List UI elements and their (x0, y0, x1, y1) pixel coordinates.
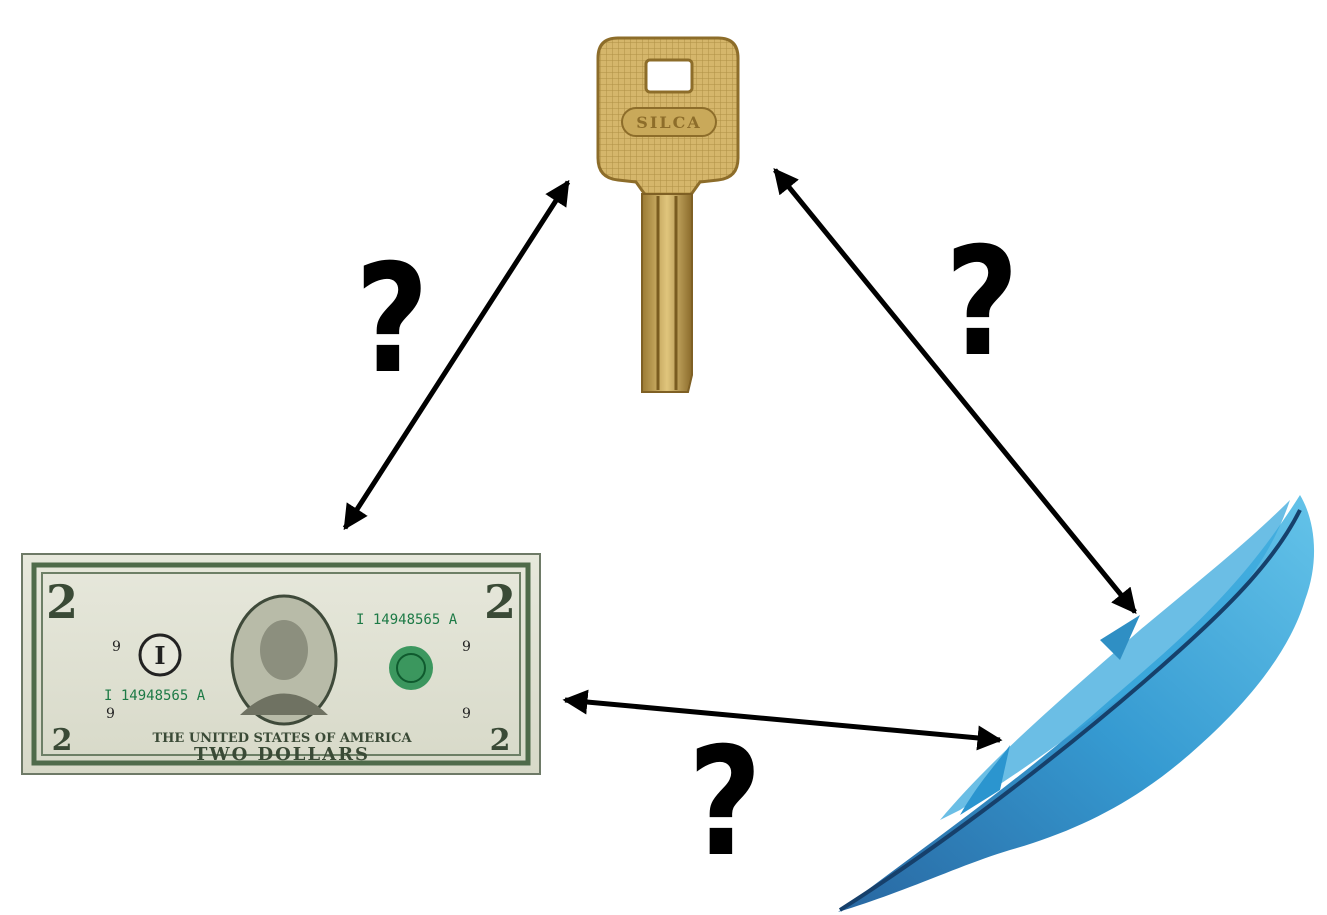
arrow-bill-feather (562, 689, 1003, 751)
key-engraving: SILCA (636, 113, 701, 132)
edge-label-bill-key: ? (355, 233, 429, 407)
bill-plate-number: 9 (106, 706, 115, 722)
arrow-bill-key (342, 179, 571, 531)
two-dollar-bill-icon: 2 2 2 2 I 9 9 9 9 I 14948565 A I 1494856… (21, 553, 541, 775)
key-icon: SILCA (596, 36, 740, 393)
bill-plate-number: 9 (112, 639, 121, 655)
bill-serial-number: I 14948565 A (356, 612, 458, 628)
edge-label-key-feather: ? (945, 216, 1019, 390)
bill-plate-number: 9 (462, 706, 471, 722)
bill-plate-number: 9 (462, 639, 471, 655)
feather-icon (838, 495, 1315, 912)
bill-corner-denomination-tr: 2 (484, 575, 516, 629)
arrow-key-feather (773, 168, 1137, 614)
bill-serial-number: I 14948565 A (104, 688, 206, 704)
bill-district-letter: I (154, 641, 165, 670)
bill-corner-denomination-bl: 2 (52, 723, 73, 758)
bill-corner-denomination-tl: 2 (46, 575, 78, 629)
bill-treasury-seal (389, 646, 433, 690)
bill-corner-denomination-br: 2 (490, 723, 511, 758)
bill-country-caption: THE UNITED STATES OF AMERICA (152, 731, 412, 746)
bill-district-seal (138, 633, 182, 677)
edge-label-bill-feather: ? (688, 716, 762, 890)
bill-value-text: TWO DOLLARS (194, 744, 370, 765)
